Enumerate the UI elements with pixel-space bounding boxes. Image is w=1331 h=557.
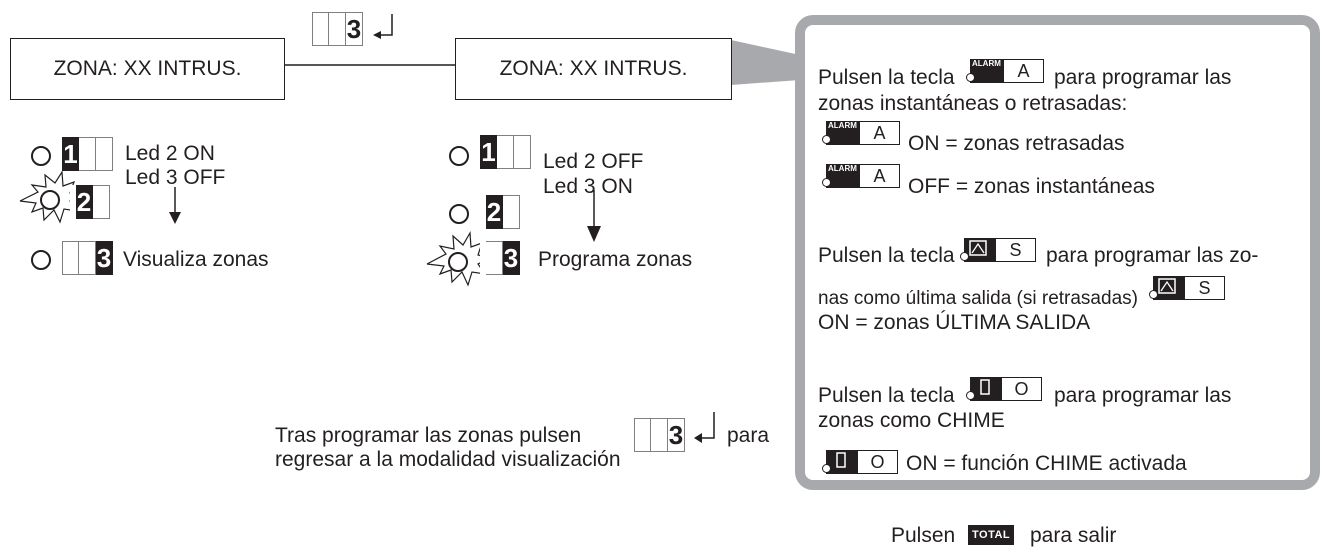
return-note-line2: regresar a la modalidad visualización (275, 448, 621, 471)
return-note-line1b: para (727, 424, 770, 447)
panel-p2-on: ON = zonas ÚLTIMA SALIDA (818, 311, 1091, 334)
mode-label-left: Visualiza zonas (123, 248, 269, 271)
panel-p1-b: para programar las (1054, 66, 1232, 89)
digit-display-1-right: 1 (480, 135, 531, 169)
panel-p1-a: Pulsen la tecla (818, 66, 955, 89)
led-2-left (40, 190, 60, 210)
led2-status-left: Led 2 ON (125, 142, 215, 165)
s-key-icon: S (964, 238, 1036, 262)
key-3-top: 3 (312, 12, 363, 46)
return-note-line1a: Tras programar las zonas pulsen (275, 424, 582, 447)
panel-p2-b: para programar las zo- (1046, 244, 1259, 267)
panel-p3-on: ON = función CHIME activada (906, 452, 1187, 475)
led-1-right (449, 146, 469, 166)
panel-p3-a: Pulsen la tecla (818, 384, 955, 407)
panel-p3-c: zonas como CHIME (818, 409, 1005, 432)
instructions-panel (795, 15, 1320, 490)
led-3-left (31, 250, 51, 270)
zone-display-right: ZONA: XX INTRUS. (455, 38, 732, 100)
panel-p1-off: OFF = zonas instantáneas (908, 175, 1155, 198)
led2-status-right: Led 2 OFF (543, 150, 644, 173)
total-key-icon: TOTAL (968, 525, 1015, 545)
footer-text-b: para salir (1030, 524, 1117, 547)
digit-display-1-left: 1 (62, 137, 113, 171)
mode-label-right: Programa zonas (538, 248, 693, 271)
zone-display-left: ZONA: XX INTRUS. (10, 38, 285, 100)
s-key-inline-icon: S (1153, 276, 1225, 300)
digit-display-2-left: 2 (70, 185, 110, 219)
digit-display-3-right: 3 (480, 241, 520, 275)
o-key-on-icon: O (826, 450, 898, 474)
panel-p3-b: para programar las (1054, 384, 1232, 407)
digit-display-2-right: 2 (480, 195, 520, 229)
led-1-left (31, 146, 51, 166)
led3-status-right: Led 3 ON (543, 175, 633, 198)
panel-p2-c: nas como última salida (si retrasadas) (818, 288, 1138, 309)
key-3-return: 3 (634, 418, 685, 452)
digit-display-3-left: 3 (62, 241, 113, 275)
led3-status-left: Led 3 OFF (125, 166, 226, 189)
led-3-right (448, 252, 468, 272)
footer-text-a: Pulsen (891, 524, 956, 547)
panel-p1-c: zonas instantáneas o retrasadas: (818, 92, 1128, 115)
led-2-right (449, 204, 469, 224)
o-key-icon: O (970, 377, 1042, 401)
panel-p1-on: ON = zonas retrasadas (908, 132, 1125, 155)
panel-p2-a: Pulsen la tecla (818, 244, 955, 267)
